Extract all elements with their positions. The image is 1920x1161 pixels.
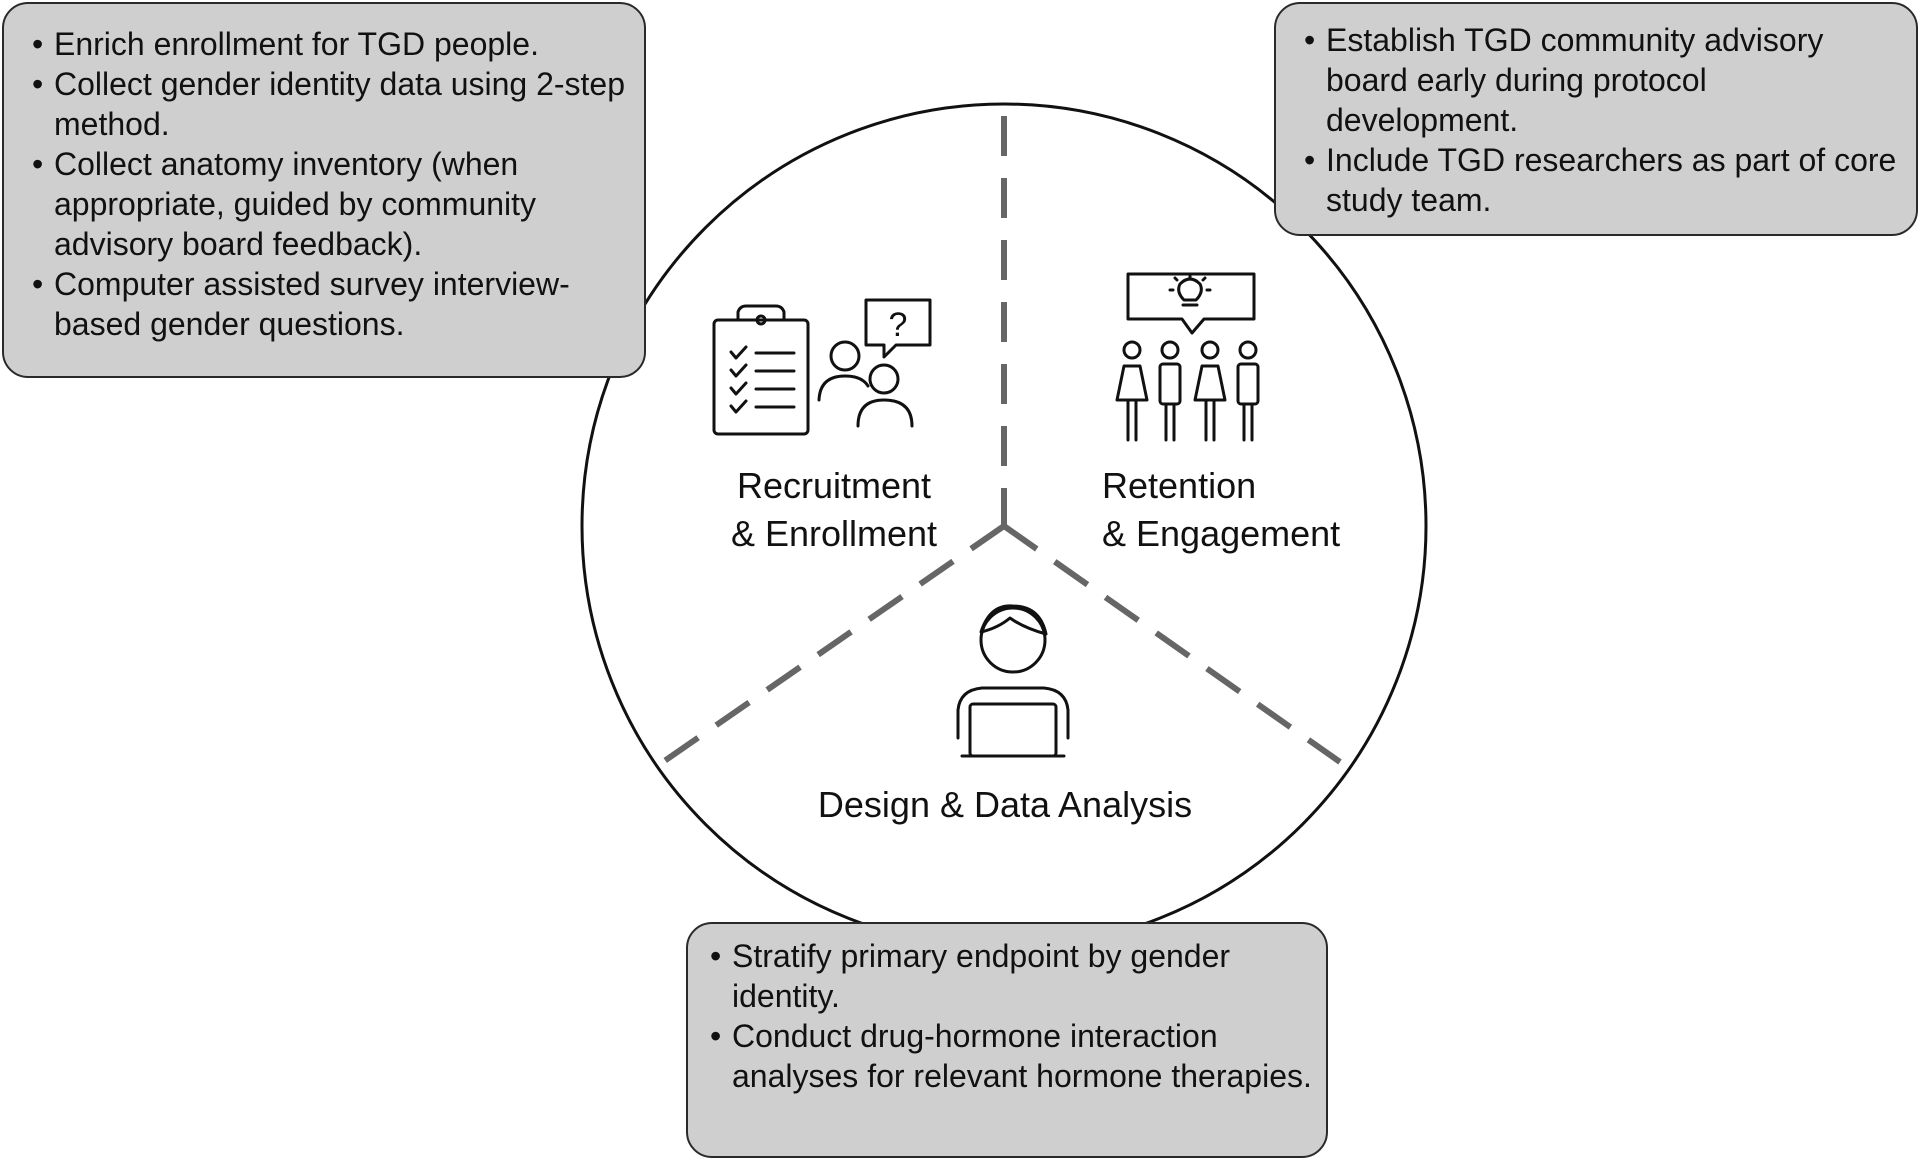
retention-title-line2: & Engagement xyxy=(1102,513,1341,554)
design-bullet-list: Stratify primary endpoint by gender iden… xyxy=(710,936,1312,1096)
recruitment-bullet: Computer assisted survey interview-based… xyxy=(32,264,630,344)
recruitment-bullet: Enrich enrollment for TGD people. xyxy=(32,24,630,64)
recruitment-bullet: Collect gender identity data using 2-ste… xyxy=(32,64,630,144)
recruitment-title-line1: Recruitment xyxy=(736,465,932,506)
recruitment-callout-box: Enrich enrollment for TGD people. Collec… xyxy=(2,2,646,378)
retention-bullet: Establish TGD community advisory board e… xyxy=(1304,20,1902,140)
design-bullet: Conduct drug-hormone interaction analyse… xyxy=(710,1016,1312,1096)
recruitment-bullet: Collect anatomy inventory (when appropri… xyxy=(32,144,630,264)
retention-bullet-list: Establish TGD community advisory board e… xyxy=(1304,20,1902,220)
divider-left xyxy=(661,523,1006,765)
recruitment-bullet-list: Enrich enrollment for TGD people. Collec… xyxy=(32,24,630,344)
design-title: Design & Data Analysis xyxy=(817,784,1193,825)
retention-section-label: Retention & Engagement xyxy=(1102,462,1340,558)
retention-bullet: Include TGD researchers as part of core … xyxy=(1304,140,1902,220)
recruitment-title-line2: & Enrollment xyxy=(730,513,938,554)
section-dividers xyxy=(661,116,1342,765)
divider-right xyxy=(1002,523,1342,765)
people-question-icon: ? xyxy=(817,298,932,428)
idea-speech-bubble-icon xyxy=(1126,272,1256,335)
retention-callout-box: Establish TGD community advisory board e… xyxy=(1274,2,1918,236)
design-section-label: Design & Data Analysis xyxy=(760,781,1250,829)
clipboard-checklist-icon xyxy=(712,304,810,436)
svg-text:?: ? xyxy=(889,306,908,344)
retention-title-line1: Retention xyxy=(1102,465,1257,506)
recruitment-section-label: Recruitment & Enrollment xyxy=(659,462,1009,558)
person-at-laptop-icon xyxy=(956,604,1070,758)
group-of-people-icon xyxy=(1115,340,1260,442)
design-bullet: Stratify primary endpoint by gender iden… xyxy=(710,936,1312,1016)
design-callout-box: Stratify primary endpoint by gender iden… xyxy=(686,922,1328,1158)
